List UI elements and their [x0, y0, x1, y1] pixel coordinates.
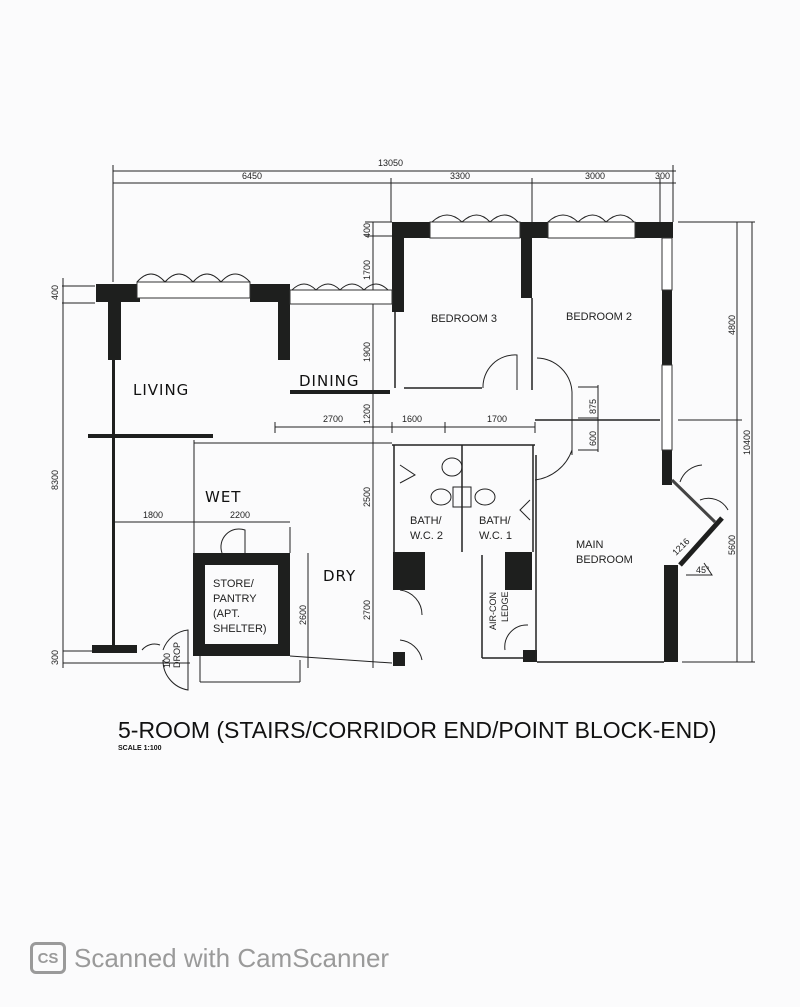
room-dry: DRY: [323, 567, 356, 585]
dim-2200: 2200: [230, 510, 250, 520]
drop-line1: 100: [162, 653, 172, 668]
room-bedroom-3: BEDROOM 3: [431, 313, 497, 325]
room-bath-1-line1: BATH/: [479, 515, 512, 527]
dim-10400: 10400: [742, 430, 752, 455]
dim-300-top: 300: [655, 171, 670, 181]
dim-5600: 5600: [727, 535, 737, 555]
dim-13050: 13050: [378, 158, 403, 168]
watermark-text: Scanned with CamScanner: [74, 942, 390, 973]
drop-line2: DROP: [172, 642, 182, 668]
dim-4800: 4800: [727, 315, 737, 335]
dim-angle: 45°: [696, 565, 710, 575]
dim-1600: 1600: [402, 414, 422, 424]
dim-2600: 2600: [298, 605, 308, 625]
dim-3300: 3300: [450, 171, 470, 181]
dim-1700-h: 1700: [487, 414, 507, 424]
aircon-ledge-line1: AIR-CON: [488, 592, 498, 630]
camscanner-logo-icon: CS: [30, 942, 66, 974]
dim-1900: 1900: [362, 342, 372, 362]
room-store-line1: STORE/: [213, 578, 255, 590]
dim-400-top: 400: [362, 223, 372, 238]
windows: [136, 214, 673, 451]
dim-1700-v: 1700: [362, 260, 372, 280]
dim-6450: 6450: [242, 171, 262, 181]
camscanner-watermark: CS Scanned with CamScanner: [30, 942, 389, 974]
room-main-bedroom-line2: BEDROOM: [576, 554, 633, 566]
room-store-line4: SHELTER): [213, 623, 267, 635]
dim-3000: 3000: [585, 171, 605, 181]
dim-1800: 1800: [143, 510, 163, 520]
room-main-bedroom-line1: MAIN: [576, 539, 604, 551]
walls: [88, 222, 724, 666]
room-store-line3: (APT.: [213, 608, 240, 620]
partitions: [193, 298, 664, 683]
dim-875: 875: [588, 399, 598, 414]
room-bath-1-line2: W.C. 1: [479, 530, 512, 542]
room-bedroom-2: BEDROOM 2: [566, 311, 632, 323]
dimension-labels: 13050 6450 3300 3000 300 400 8300 300 40…: [50, 158, 752, 665]
dim-1200: 1200: [362, 404, 372, 424]
dim-2500: 2500: [362, 487, 372, 507]
dim-300-left: 300: [50, 650, 60, 665]
aircon-ledge-line2: LEDGE: [500, 591, 510, 622]
dim-400-left: 400: [50, 285, 60, 300]
plan-scale: SCALE 1:100: [118, 745, 162, 752]
room-wet: WET: [205, 488, 241, 506]
room-bath-2-line1: BATH/: [410, 515, 443, 527]
room-bath-2-line2: W.C. 2: [410, 530, 443, 542]
room-store-line2: PANTRY: [213, 593, 257, 605]
room-dining: DINING: [299, 372, 359, 390]
dim-600: 600: [588, 431, 598, 446]
room-living: LIVING: [133, 381, 189, 399]
dim-8300: 8300: [50, 470, 60, 490]
dim-2700-h: 2700: [323, 414, 343, 424]
plan-title: 5-ROOM (STAIRS/CORRIDOR END/POINT BLOCK-…: [118, 717, 716, 743]
dim-2700-v: 2700: [362, 600, 372, 620]
room-labels: LIVING DINING WET DRY BEDROOM 3 BEDROOM …: [133, 311, 633, 668]
doors: [141, 354, 729, 691]
